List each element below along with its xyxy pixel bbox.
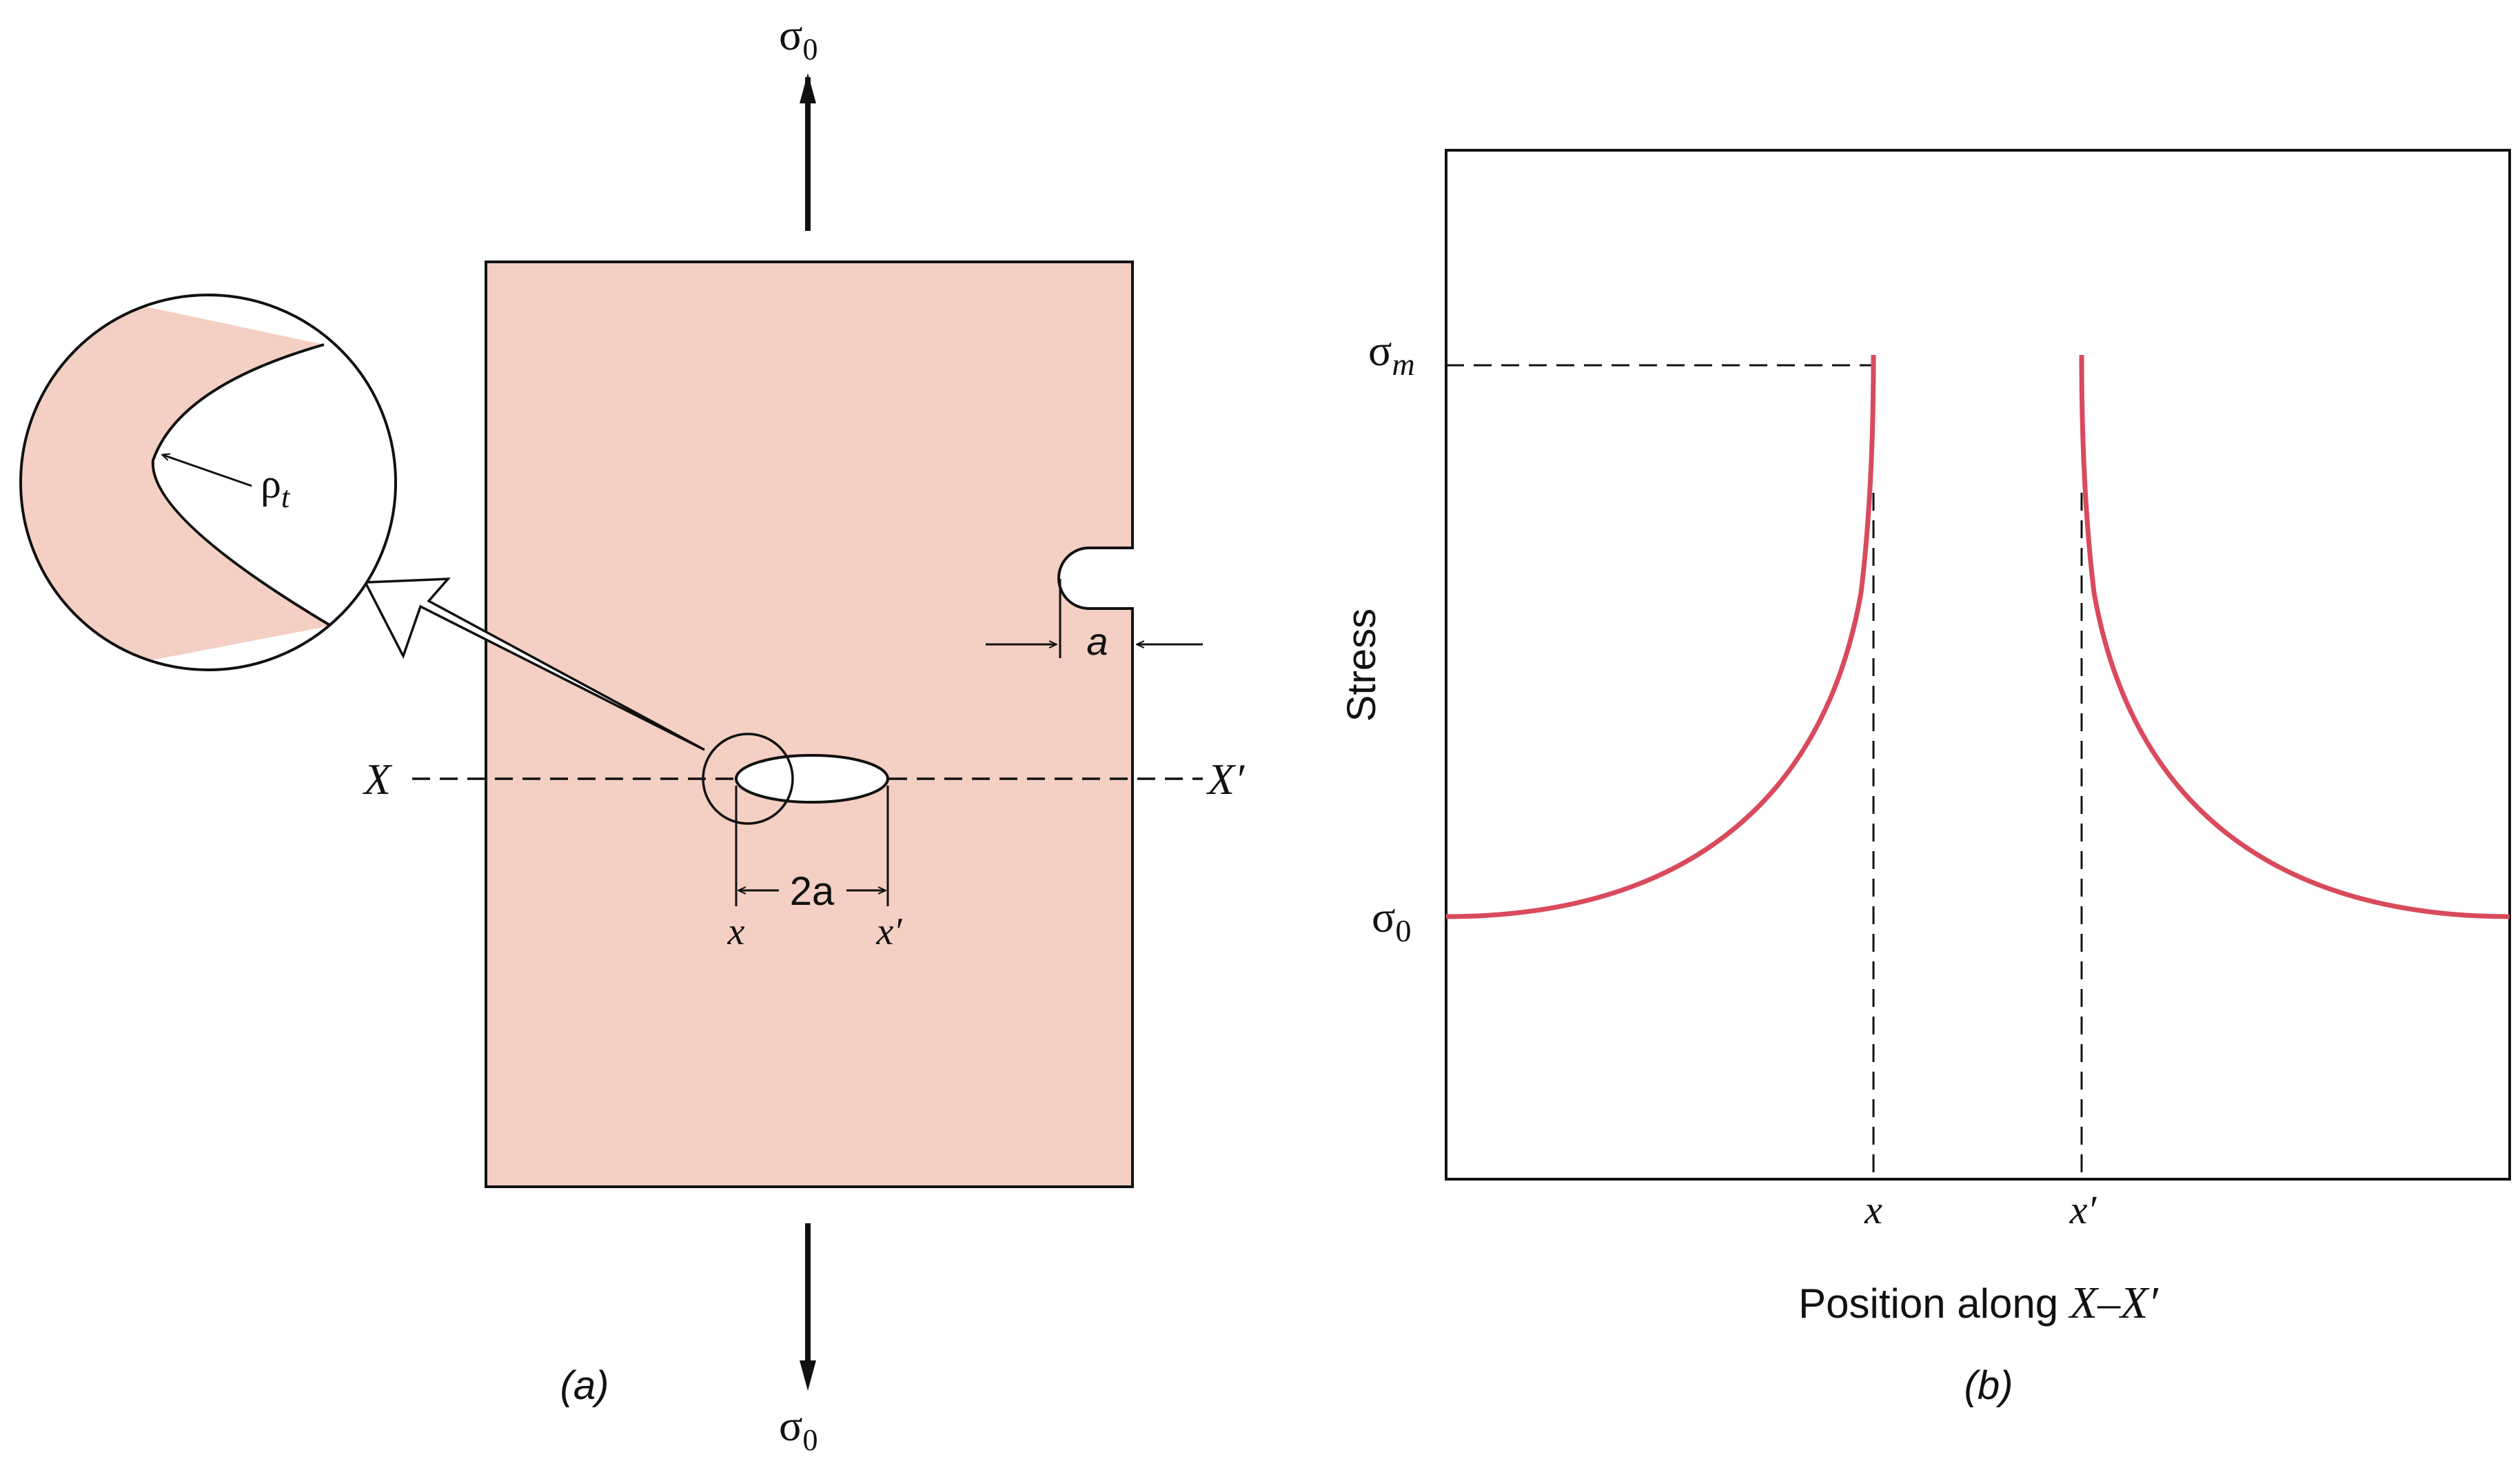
tick-label-x: x: [1864, 1187, 1882, 1232]
y-axis-label: Stress: [1339, 609, 1384, 722]
interior-crack: [735, 754, 889, 804]
edge-crack-label: a: [1086, 620, 1108, 663]
sigma-m-label: σm: [1368, 326, 1415, 382]
crack-tip-magnifier: [702, 733, 794, 825]
tip-radius-label: ρt: [261, 461, 291, 514]
magnified-crack-tip: ρt: [19, 294, 397, 671]
crack-left-label: x: [727, 910, 745, 953]
tick-label-x-prime: x′: [2069, 1187, 2097, 1232]
crack-length-label: 2a: [790, 869, 835, 914]
stress-top-label: σ0: [779, 10, 818, 66]
bottom-load-arrowhead: [800, 1360, 816, 1391]
sigma-0-label: σ0: [1372, 892, 1412, 948]
axis-label-x: X: [362, 755, 393, 804]
x-axis-label: Position along X–X′: [1798, 1278, 2159, 1328]
axis-label-x-prime: X′: [1206, 755, 1245, 804]
stress-curve-left: [1445, 354, 1876, 919]
specimen-plate: [485, 261, 1134, 1188]
stress-bottom-label: σ0: [779, 1401, 818, 1457]
stress-curve-right: [2079, 354, 2510, 919]
crack-right-label: x′: [875, 910, 902, 953]
plot-frame: [1445, 149, 2511, 1181]
panel-a: σ0 X X′ 2a x x′ a: [19, 10, 1245, 1457]
tip-radius-arrow: [163, 455, 252, 487]
top-load-arrowhead: [800, 73, 816, 103]
panel-b-caption: (b): [1964, 1363, 2013, 1408]
panel-a-caption: (a): [560, 1363, 609, 1408]
panel-b: σm σ0 Stress x x′ Position along X–X′ (b…: [1339, 149, 2511, 1408]
